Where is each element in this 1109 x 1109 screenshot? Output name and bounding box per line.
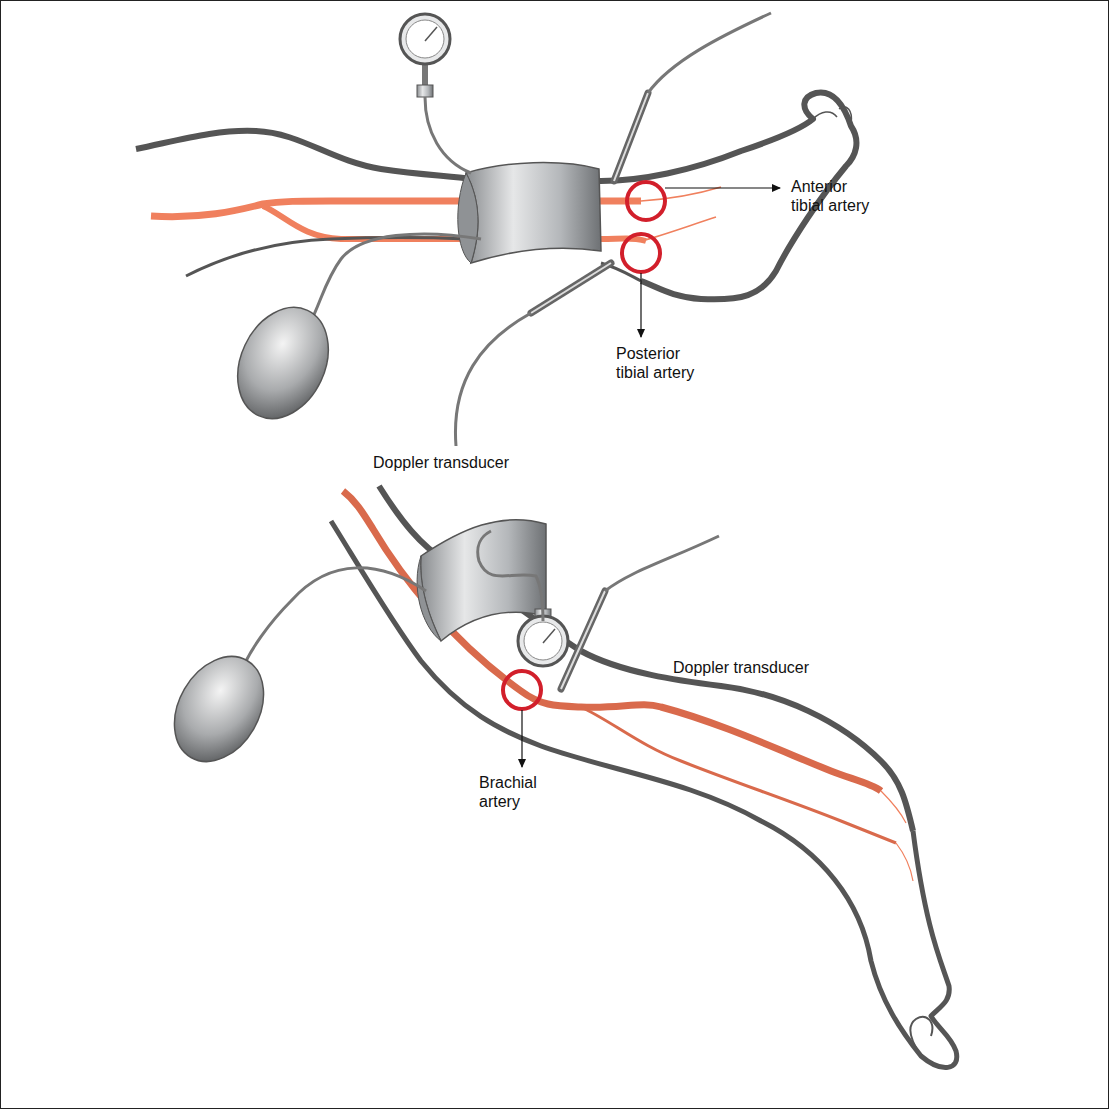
arm-figure xyxy=(156,486,956,1067)
part-label: Doppler transducer xyxy=(373,453,573,472)
part-label: Posterior tibial artery xyxy=(616,344,696,382)
part-label: Doppler transducer xyxy=(673,658,873,677)
part-label: Anterior tibial artery xyxy=(791,177,871,215)
leg-figure xyxy=(136,13,856,446)
part-label: Brachial artery xyxy=(479,773,559,811)
